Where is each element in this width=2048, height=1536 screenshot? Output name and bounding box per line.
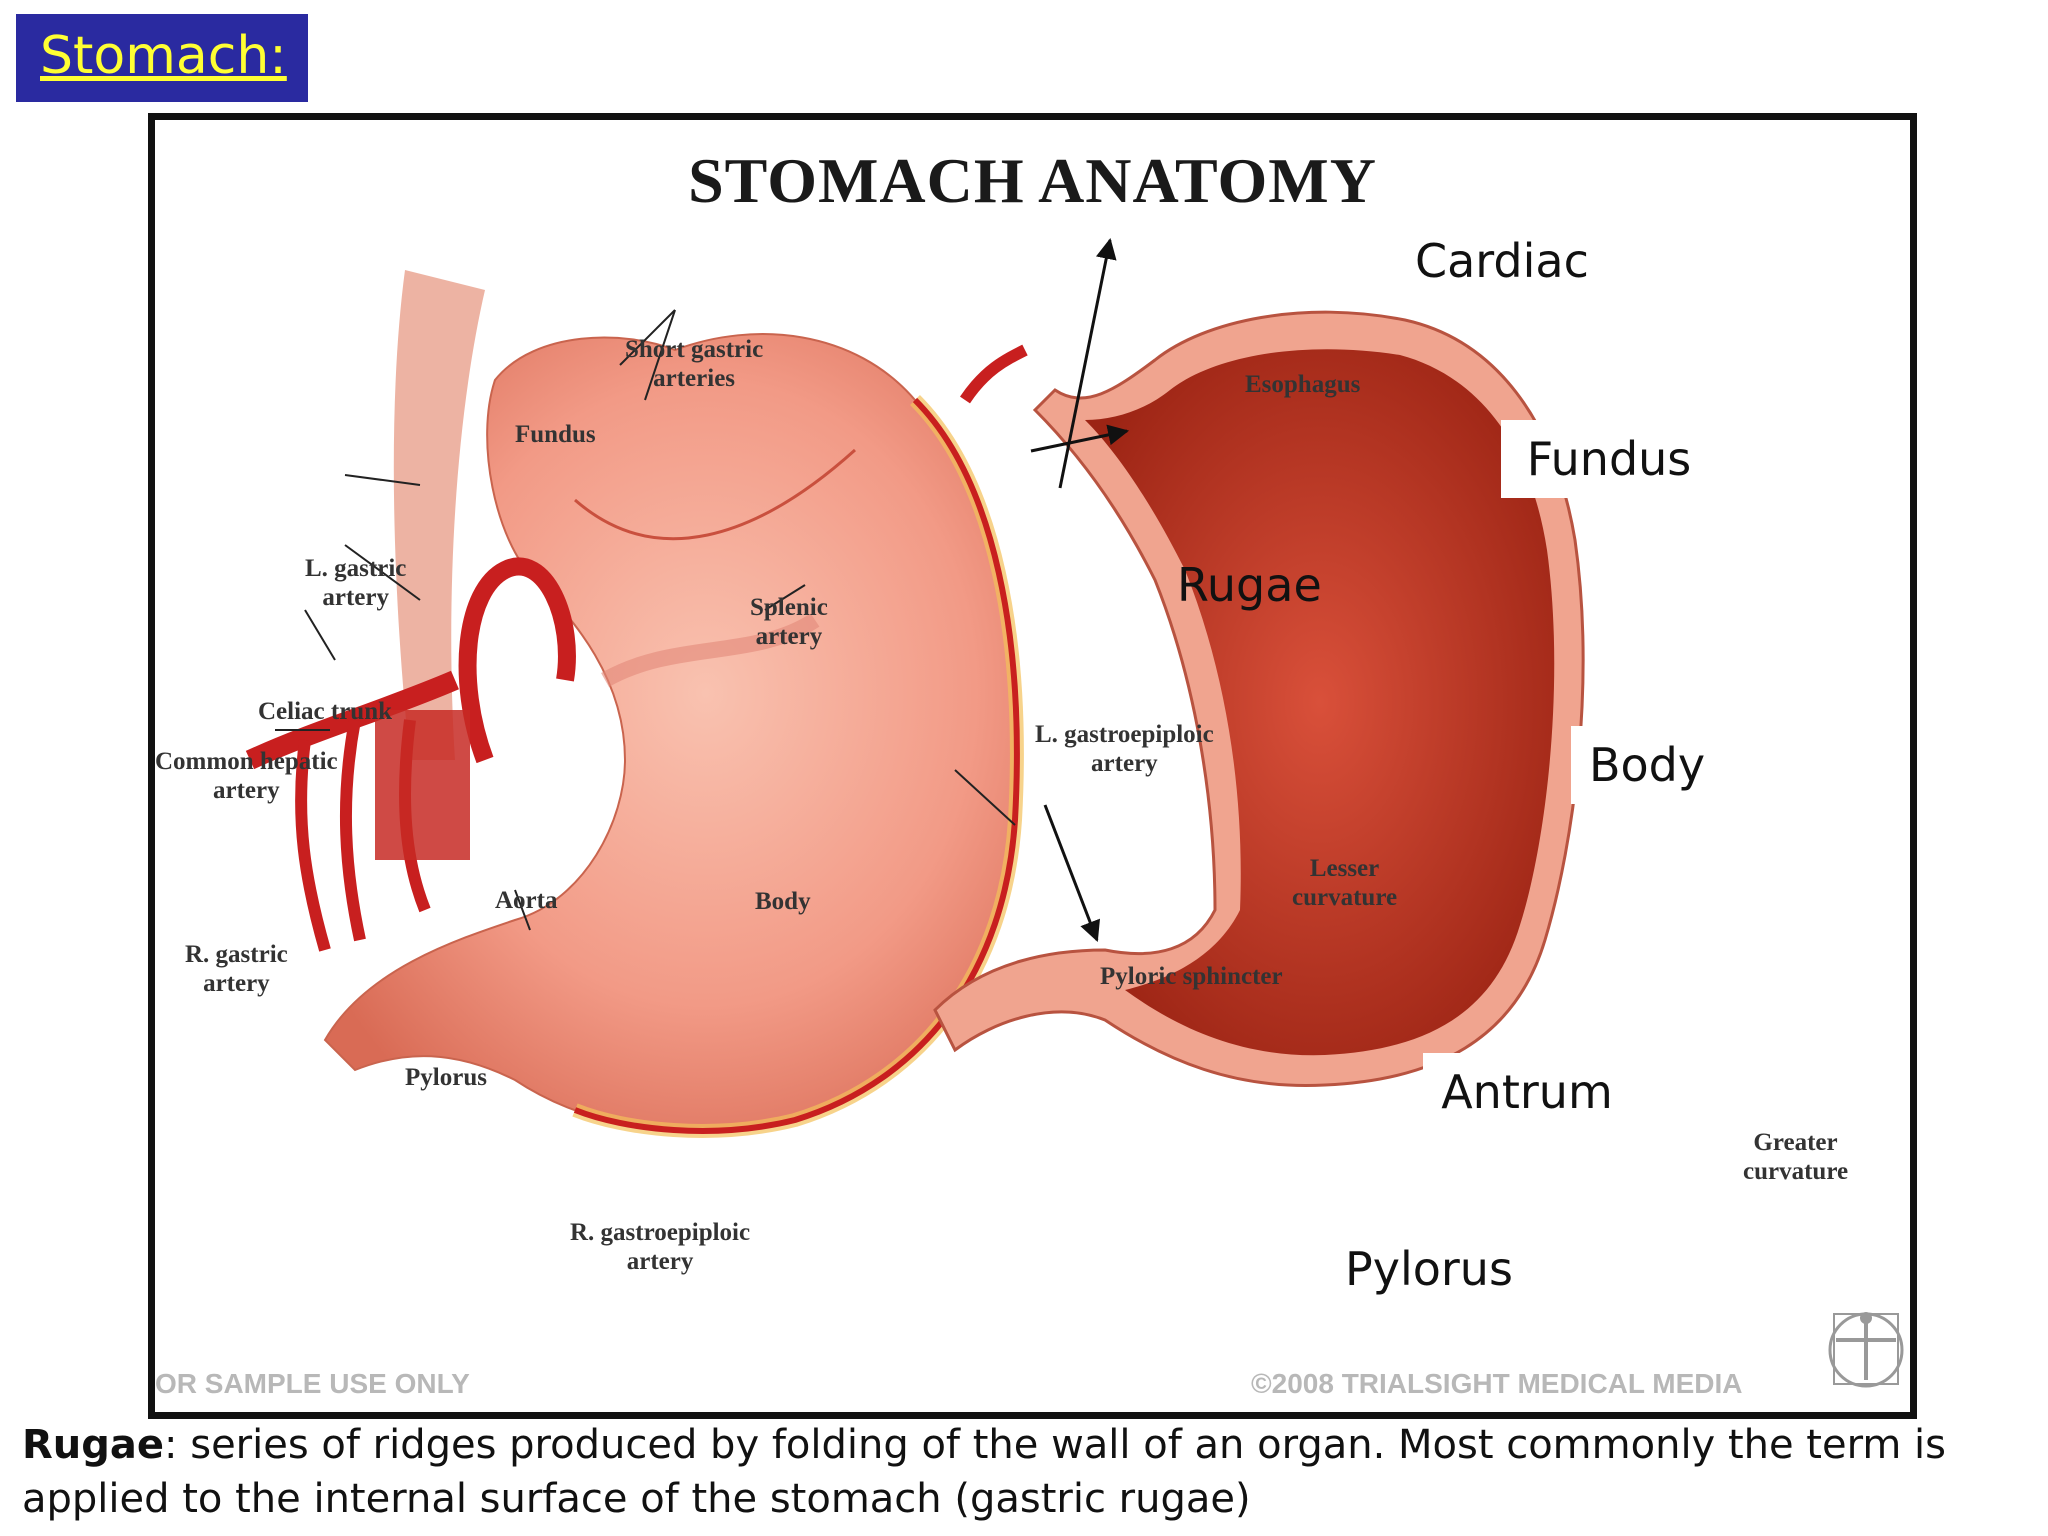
annotation-antrum: Antrum (1423, 1053, 1631, 1131)
annotation-body: Body (1571, 726, 1723, 804)
watermark-sample: OR SAMPLE USE ONLY (155, 1368, 470, 1399)
caption-text: : series of ridges produced by folding o… (22, 1422, 1946, 1522)
label-celiac: Celiac trunk (258, 698, 393, 725)
annotation-cardiac: Cardiac (1415, 234, 1589, 288)
label-esophagus: Esophagus (1245, 371, 1361, 398)
vitruvian-logo-icon (1828, 1312, 1904, 1388)
annotation-arrows (1030, 237, 1130, 942)
caption-term: Rugae (22, 1422, 165, 1468)
stomach-illustration (245, 237, 1585, 1138)
figure-title: STOMACH ANATOMY (688, 145, 1377, 216)
slide-title: Stomach: (40, 26, 287, 86)
annotation-pylorus: Pylorus (1345, 1242, 1513, 1296)
watermark-copyright: ©2008 TRIALSIGHT MEDICAL MEDIA (1251, 1368, 1743, 1399)
annotation-rugae: Rugae (1177, 558, 1322, 612)
slide-title-bar: Stomach: (16, 14, 308, 102)
external-stomach (245, 270, 1028, 1138)
caption: Rugae: series of ridges produced by fold… (22, 1418, 2032, 1526)
annotation-fundus: Fundus (1501, 420, 1717, 498)
label-fundus: Fundus (515, 421, 596, 448)
leader-lines (275, 309, 1016, 931)
label-body: Body (755, 888, 811, 915)
label-aorta: Aorta (495, 887, 558, 914)
label-pylorus-left: Pylorus (405, 1064, 487, 1091)
label-pyloric-sphincter: Pyloric sphincter (1100, 963, 1283, 990)
